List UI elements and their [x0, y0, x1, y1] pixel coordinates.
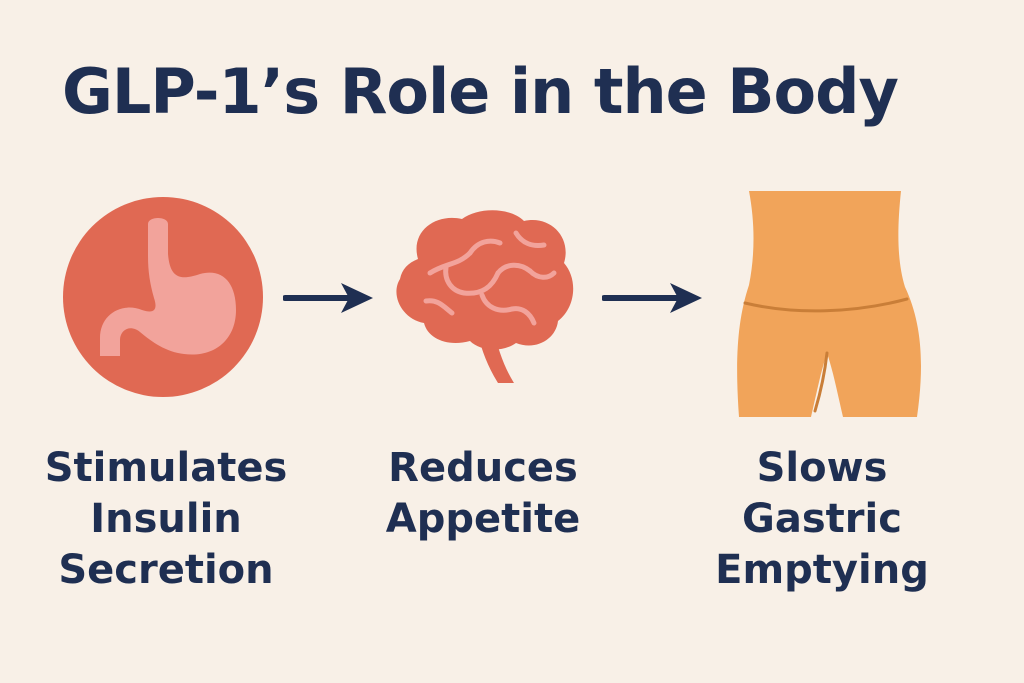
- leg-split-line: [813, 351, 829, 413]
- arrow-head: [670, 283, 702, 313]
- caption-line: Reduces: [388, 445, 578, 491]
- arrow-icon: [602, 283, 702, 313]
- arrow-icon: [283, 283, 373, 313]
- caption-line: Emptying: [715, 547, 929, 593]
- stomach-icon: [63, 197, 263, 397]
- brain-folds: [423, 230, 557, 326]
- caption-line: Appetite: [385, 496, 581, 542]
- caption-line: Gastric: [742, 496, 902, 542]
- waist-line: [743, 297, 909, 313]
- stomach-shape: [100, 218, 236, 356]
- caption-line: Slows: [756, 445, 888, 491]
- torso-shape: [737, 191, 921, 417]
- brain-icon: [396, 210, 574, 383]
- brain-shape: [396, 210, 574, 350]
- caption-line: Stimulates: [44, 445, 288, 491]
- caption-insulin-secretion: Stimulates Insulin Secretion: [26, 443, 306, 596]
- page-title: GLP-1’s Role in the Body: [62, 55, 899, 128]
- caption-gastric-emptying: Slows Gastric Emptying: [682, 443, 962, 596]
- stomach-step: [60, 190, 266, 405]
- arrow-head: [341, 283, 373, 313]
- caption-reduces-appetite: Reduces Appetite: [343, 443, 623, 545]
- caption-line: Secretion: [58, 547, 274, 593]
- torso-icon: [737, 191, 921, 417]
- torso-step: [735, 185, 925, 420]
- caption-line: Insulin: [90, 496, 242, 542]
- brain-step: [386, 203, 576, 386]
